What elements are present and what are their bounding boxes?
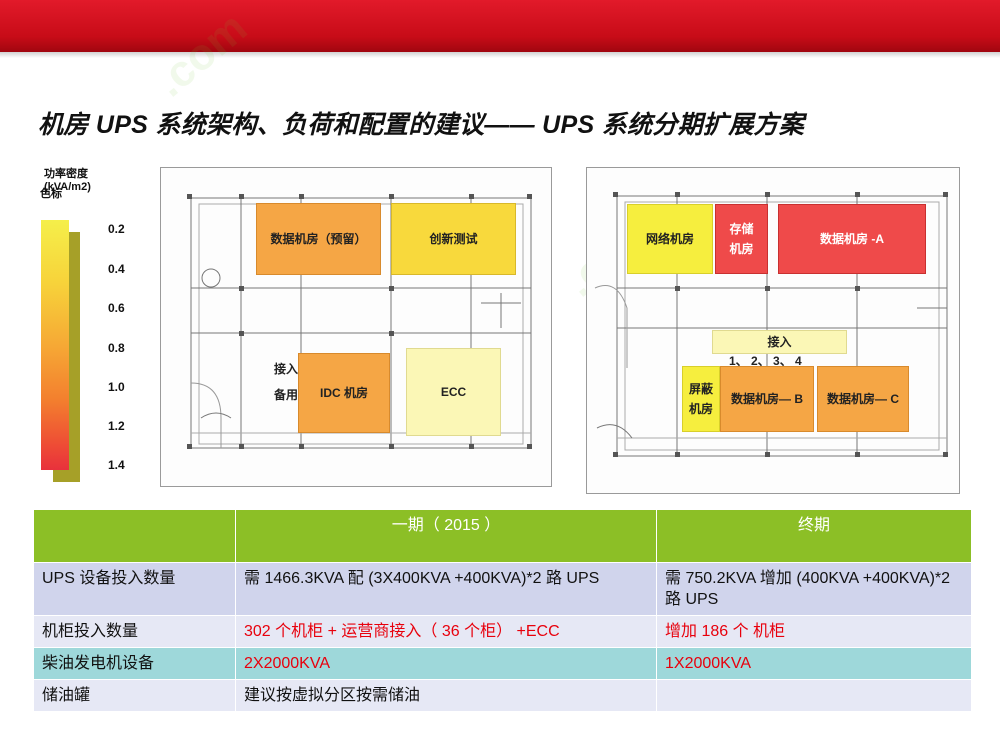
room-access: 接入 [712,330,847,354]
legend-tick: 1.0 [108,380,125,394]
table-cell: 302 个机柜 + 运营商接入（ 36 个柜） +ECC [235,615,657,648]
phase-config-table: 一期（ 2015 ） 终期 UPS 设备投入数量 需 1466.3KVA 配 (… [33,509,972,712]
table-row: 机柜投入数量 302 个机柜 + 运营商接入（ 36 个柜） +ECC 增加 1… [33,615,972,648]
room-network: 网络机房 [627,204,713,274]
room-shield: 屏蔽 机房 [682,366,720,432]
table-header-cell: 一期（ 2015 ） [235,509,657,563]
room-storage: 存储 机房 [715,204,768,274]
room-data-b: 数据机房— B [720,366,814,432]
table-header-cell [33,509,236,563]
table-header-row: 一期（ 2015 ） 终期 [33,509,972,563]
floor-plan-right: 网络机房 存储 机房 数据机房 -A 接入 1、 2、 3、 4 屏蔽 机房 数… [586,167,960,494]
floor-plan-left: 数据机房（预留） 创新测试 接入 备用 IDC 机房 ECC [160,167,552,487]
header-shadow [0,52,1000,58]
legend-heading: 功率密度 (kVA/m2) 色标 [40,168,91,200]
room-idc: IDC 机房 [298,353,390,433]
header-bar [0,0,1000,52]
room-data-a: 数据机房 -A [778,204,926,274]
legend-color-bar [41,220,69,470]
table-cell: 2X2000KVA [235,647,657,680]
table-row: 储油罐 建议按虚拟分区按需储油 [33,679,972,712]
table-cell: 1X2000KVA [656,647,972,680]
table-cell: 需 1466.3KVA 配 (3X400KVA +400KVA)*2 路 UPS [235,562,657,616]
room-data-reserved: 数据机房（预留） [256,203,381,275]
room-ecc: ECC [406,348,501,436]
legend-tick: 0.4 [108,262,125,276]
room-data-c: 数据机房— C [817,366,909,432]
slide-title: 机房 UPS 系统架构、负荷和配置的建议—— UPS 系统分期扩展方案 [38,111,805,139]
access-numbers: 1、 2、 3、 4 [729,354,802,368]
table-cell: 柴油发电机设备 [33,647,236,680]
label-access: 接入 [274,362,299,376]
table-cell: 储油罐 [33,679,236,712]
table-cell: UPS 设备投入数量 [33,562,236,616]
legend-tick: 0.8 [108,341,125,355]
room-innovation-test: 创新测试 [391,203,516,275]
table-cell: 建议按虚拟分区按需储油 [235,679,657,712]
table-row: 柴油发电机设备 2X2000KVA 1X2000KVA [33,647,972,680]
legend-tick: 1.2 [108,419,125,433]
table-cell [656,679,972,712]
legend-tick: 0.6 [108,301,125,315]
table-cell: 机柜投入数量 [33,615,236,648]
label-standby: 备用 [274,388,299,402]
legend-tick: 0.2 [108,222,125,236]
legend-tick: 1.4 [108,458,125,472]
table-header-cell: 终期 [656,509,972,563]
table-cell: 增加 186 个 机柜 [656,615,972,648]
table-cell: 需 750.2KVA 增加 (400KVA +400KVA)*2 路 UPS [656,562,972,616]
table-row: UPS 设备投入数量 需 1466.3KVA 配 (3X400KVA +400K… [33,562,972,616]
